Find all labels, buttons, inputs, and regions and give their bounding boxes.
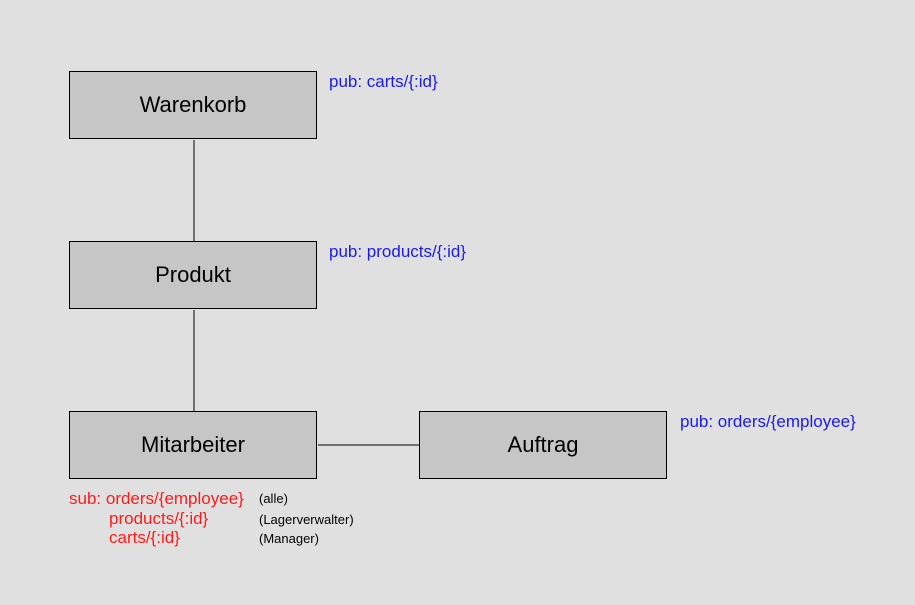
node-mitarbeiter-label: Mitarbeiter	[141, 432, 245, 457]
pub-label-auftrag: pub: orders/{employee}	[680, 412, 856, 431]
pub-label-warenkorb: pub: carts/{:id}	[329, 72, 438, 91]
sub-item: carts/{:id}	[109, 528, 180, 548]
sub-topic: carts/{:id}	[109, 528, 180, 547]
node-warenkorb-label: Warenkorb	[139, 92, 247, 117]
sub-item: products/{:id}	[109, 509, 208, 529]
node-warenkorb: Warenkorb	[69, 71, 317, 139]
pub-label-produkt: pub: products/{:id}	[329, 242, 467, 261]
node-produkt-label: Produkt	[155, 262, 231, 287]
sub-prefix: sub:	[69, 489, 106, 508]
node-auftrag-label: Auftrag	[507, 432, 579, 457]
sub-topic: orders/{employee}	[105, 489, 244, 508]
sub-note: (Lagerverwalter)	[259, 512, 354, 527]
sub-topic: products/{:id}	[109, 509, 209, 528]
node-produkt: Produkt	[69, 241, 317, 309]
sub-note: (Manager)	[259, 531, 319, 546]
sub-note: (alle)	[259, 491, 288, 506]
node-auftrag: Auftrag	[419, 411, 667, 479]
node-mitarbeiter: Mitarbeiter	[69, 411, 317, 479]
sub-item: sub: orders/{employee}	[69, 489, 244, 509]
